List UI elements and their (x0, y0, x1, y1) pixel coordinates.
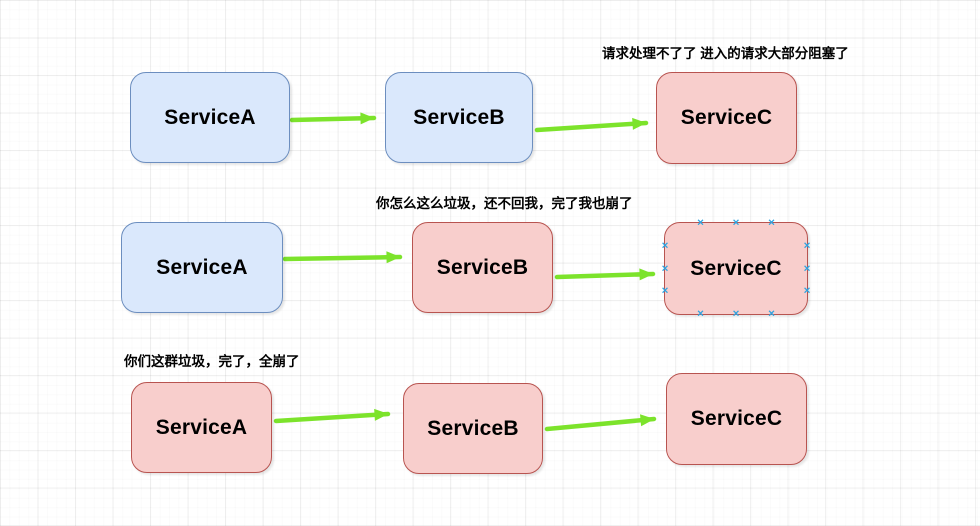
connection-point-icon[interactable]: ✕ (732, 217, 740, 228)
connection-point-icon[interactable]: ✕ (803, 263, 811, 273)
node-label: ServiceB (427, 416, 519, 440)
arrow-row3-a-to-b[interactable] (273, 408, 391, 424)
connection-point-icon[interactable]: ✕ (661, 263, 669, 273)
arrow-row2-b-to-c[interactable] (554, 268, 656, 281)
annotation-row3[interactable]: 你们这群垃圾，完了，全崩了 (124, 354, 300, 369)
connection-point-icon[interactable]: ✕ (803, 240, 811, 251)
node-row3-service-a[interactable]: ServiceA (131, 382, 272, 473)
connection-point-icon[interactable]: ✕ (767, 217, 776, 228)
node-row2-service-b[interactable]: ServiceB (412, 222, 553, 313)
node-label: ServiceA (164, 105, 256, 129)
connection-point-icon[interactable]: ✕ (661, 285, 669, 296)
node-row3-service-c[interactable]: ServiceC (666, 373, 807, 465)
node-label: ServiceB (413, 105, 505, 129)
arrow-row3-b-to-c[interactable] (544, 414, 657, 432)
node-row1-service-c[interactable]: ServiceC (656, 72, 797, 164)
connection-point-icon[interactable]: ✕ (696, 217, 705, 228)
connection-point-icon[interactable]: ✕ (732, 308, 740, 319)
connection-point-icon[interactable]: ✕ (803, 285, 811, 296)
node-label: ServiceB (436, 255, 529, 279)
annotation-row1[interactable]: 请求处理不了了 进入的请求大部分阻塞了 (602, 46, 849, 61)
node-row1-service-a[interactable]: ServiceA (130, 72, 290, 163)
annotation-row2[interactable]: 你怎么这么垃圾，还不回我，完了我也崩了 (376, 196, 633, 211)
node-label: ServiceC (690, 407, 783, 430)
node-row3-service-b[interactable]: ServiceB (403, 383, 543, 474)
node-row1-service-b[interactable]: ServiceB (385, 72, 533, 163)
node-label: ServiceA (155, 415, 248, 439)
arrow-row2-a-to-b[interactable] (282, 251, 403, 264)
connection-point-icon[interactable]: ✕ (661, 240, 669, 251)
connection-point-icon[interactable]: ✕ (767, 308, 776, 319)
node-label: ServiceA (156, 255, 248, 279)
node-label: ServiceC (680, 106, 773, 129)
connection-point-icon[interactable]: ✕ (696, 308, 705, 319)
arrow-row1-b-to-c[interactable] (534, 117, 649, 133)
node-label: ServiceC (690, 256, 782, 280)
arrow-row1-a-to-b[interactable] (289, 112, 377, 125)
node-row2-service-a[interactable]: ServiceA (121, 222, 283, 313)
node-row2-service-c[interactable]: ServiceC ✕ ✕ ✕ ✕ ✕ ✕ ✕ ✕ ✕ ✕ ✕ ✕ (661, 217, 811, 318)
